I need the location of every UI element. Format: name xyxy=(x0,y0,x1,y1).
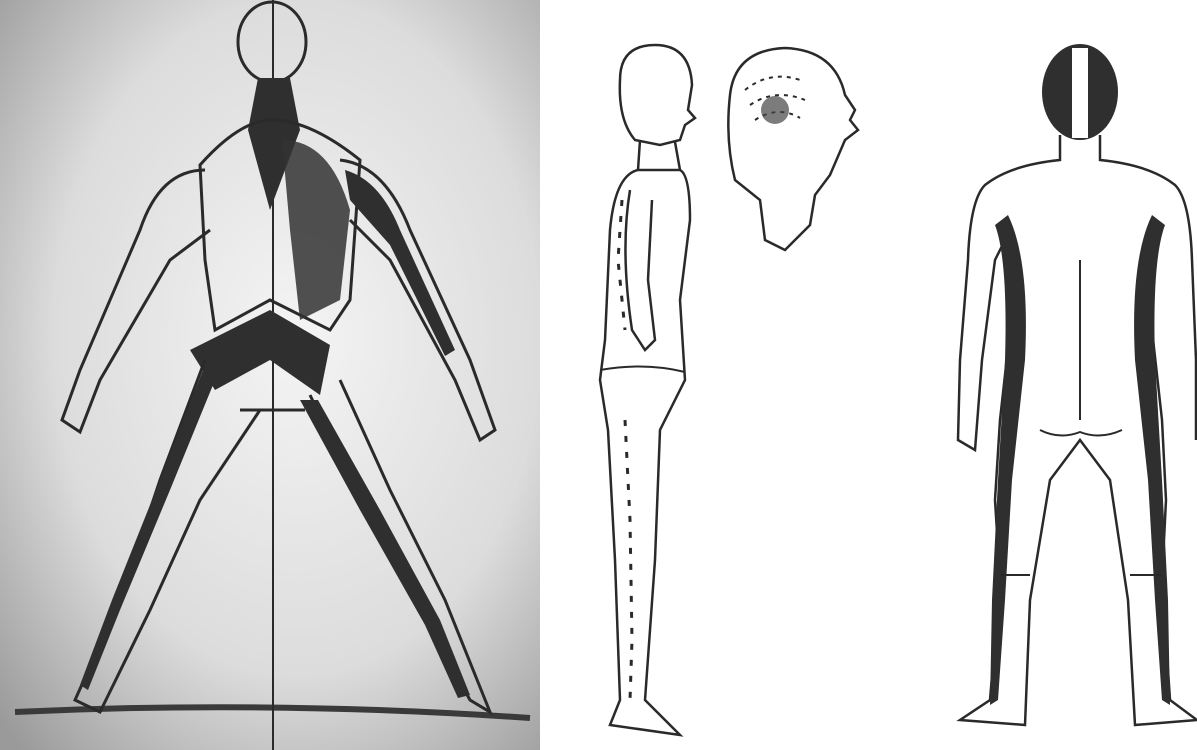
side-waist-line xyxy=(600,366,685,372)
posterior-spread-figure-illustration xyxy=(0,0,540,750)
posterior-standing-figure-illustration xyxy=(900,0,1197,750)
head-detail-outline xyxy=(728,48,858,250)
head-center-stripe xyxy=(1072,48,1088,138)
head-detail-ear-cluster xyxy=(761,96,789,124)
panel-posterior-spread-figure xyxy=(0,0,540,750)
left-lateral-band xyxy=(990,215,1026,705)
side-arm-outline xyxy=(625,190,655,350)
side-body-outline xyxy=(600,170,690,735)
panel-lateral-figure xyxy=(560,0,890,750)
gluteal-line xyxy=(1040,430,1122,436)
lateral-figure-illustration xyxy=(560,0,890,750)
side-head-outline xyxy=(620,45,695,145)
panel-posterior-standing-figure xyxy=(900,0,1197,750)
